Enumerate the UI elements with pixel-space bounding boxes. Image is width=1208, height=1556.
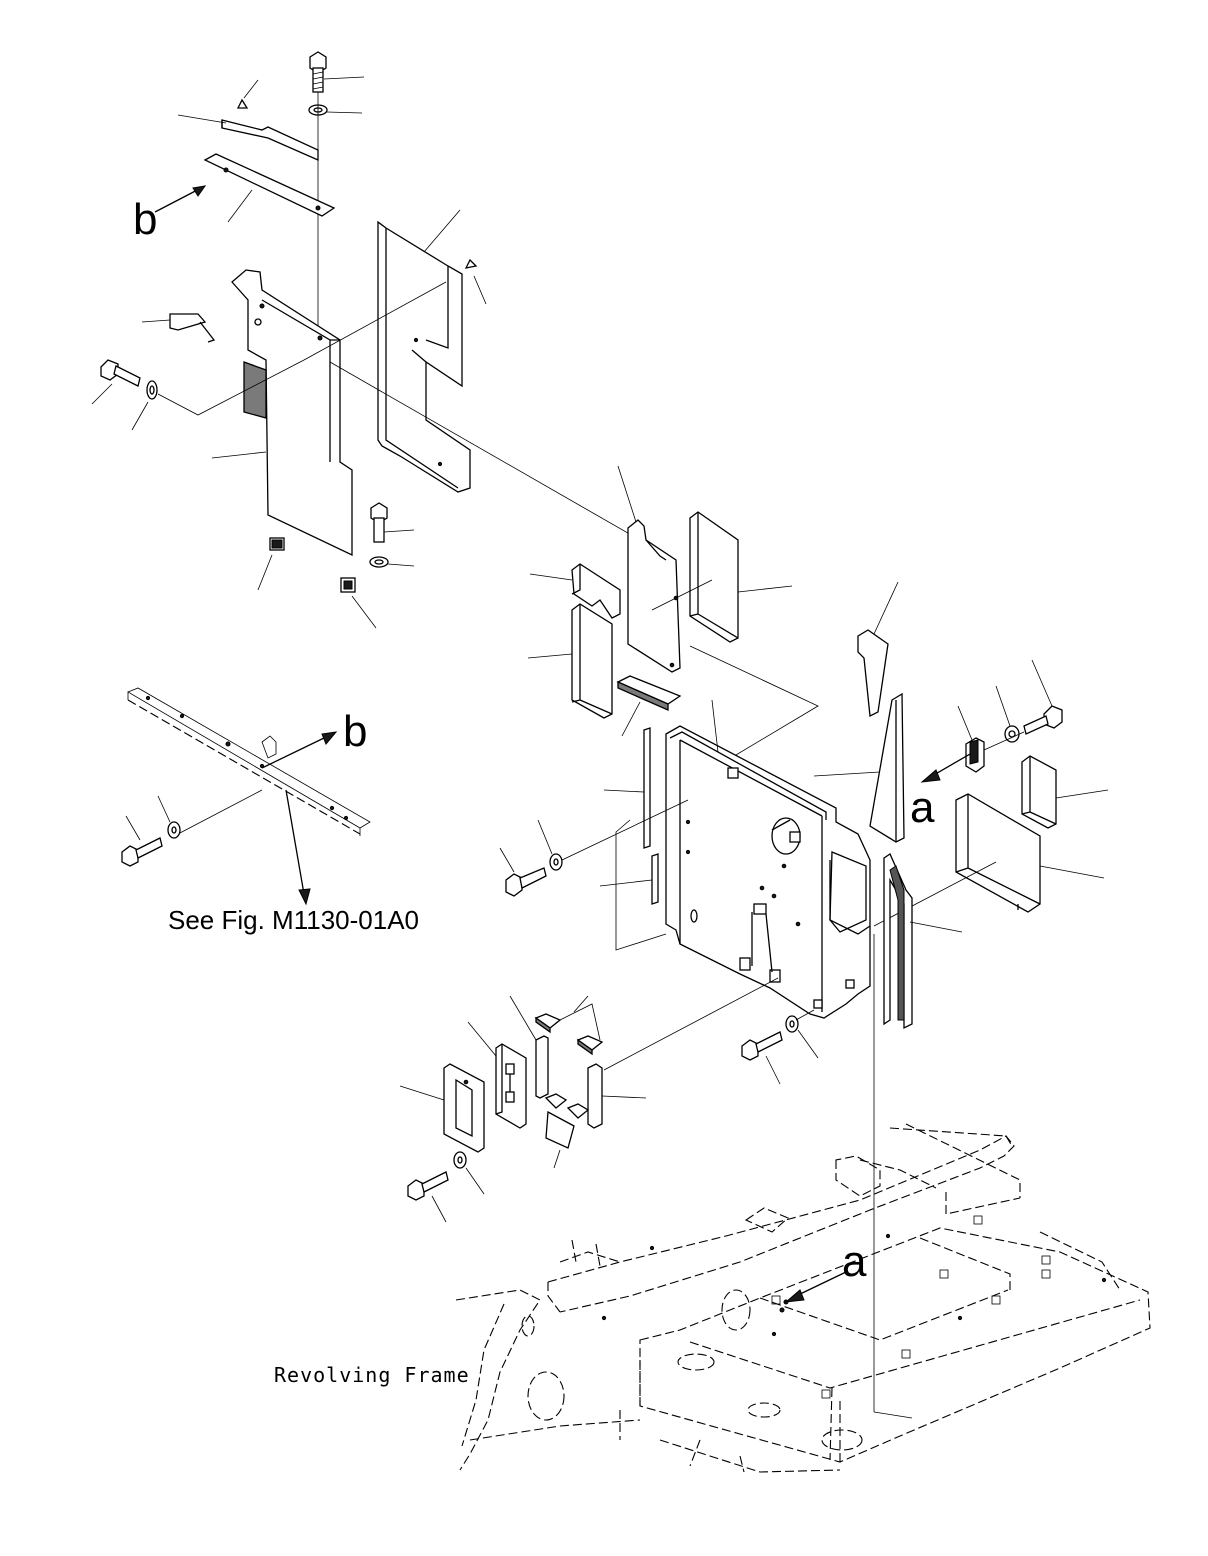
foam-block-1 (689, 511, 739, 643)
bolt-right-lower (741, 1031, 783, 1061)
strip-long (643, 727, 651, 849)
seal-strip (883, 853, 913, 1030)
left-side-panel (231, 269, 353, 557)
center-tall-panel (377, 220, 471, 493)
washer-left-lower (369, 556, 389, 568)
foam-block-3 (1021, 755, 1057, 829)
nut-left-b (340, 577, 356, 593)
strip-vertical-b (587, 1063, 603, 1129)
main-middle-panel (665, 725, 871, 1019)
foam-block-4 (955, 793, 1041, 913)
strip-vertical-a (535, 1035, 549, 1099)
washer-left (146, 380, 158, 400)
foam-block-2 (571, 603, 613, 719)
reference-note: See Fig. M1130-01A0 (168, 905, 419, 935)
view-label-a-frame: a (842, 1237, 867, 1286)
bolt-left (100, 359, 141, 387)
view-label-a-bracket: a (910, 783, 935, 832)
wedge-plate-large (869, 692, 905, 843)
strip-short (651, 853, 659, 905)
bolt-middle (505, 867, 547, 897)
panel-clip (169, 313, 216, 343)
bolt-left-lower (370, 502, 388, 543)
bolt-top-upper (309, 51, 327, 93)
bolt-right (1023, 705, 1063, 735)
hole-plate (495, 1043, 527, 1129)
cap-center (464, 258, 478, 269)
washer-middle (549, 853, 563, 871)
cap-top (236, 98, 249, 109)
wedge-plate-small (857, 629, 889, 718)
washer-beam (167, 821, 181, 839)
slotted-plate (443, 1063, 485, 1153)
top-bracket-plate (203, 153, 336, 217)
pad-pair-lower (544, 1093, 590, 1149)
revolving-frame (455, 1123, 1151, 1473)
washer-right-lower (785, 1015, 799, 1033)
flat-pad (616, 675, 682, 711)
frame-label: Revolving Frame (274, 1363, 470, 1387)
top-cover-plate (221, 119, 319, 161)
bolt-lower (407, 1171, 449, 1201)
view-label-b-beam: b (343, 707, 368, 756)
washer-lower (453, 1151, 467, 1169)
notched-block (571, 563, 621, 619)
middle-thin-plate (627, 519, 681, 673)
pad-pair-upper (534, 1013, 604, 1056)
bolt-beam (121, 837, 163, 867)
view-label-b-top: b (133, 195, 158, 244)
small-bracket (965, 737, 985, 773)
cross-beam (127, 687, 371, 836)
nut-left-a (269, 537, 285, 551)
